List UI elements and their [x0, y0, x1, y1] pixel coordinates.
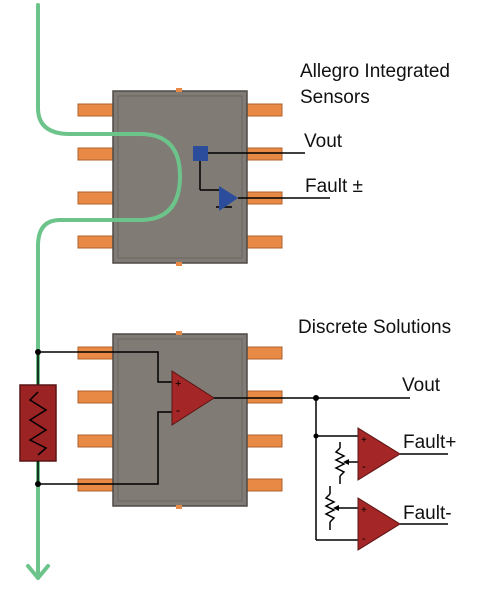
hall-sensor-icon	[193, 146, 208, 161]
discrete-title: Discrete Solutions	[298, 317, 451, 338]
chip-pins-right	[243, 346, 283, 492]
integrated-sensor-element	[193, 146, 330, 211]
chip-pins-left	[77, 346, 117, 492]
integrated-sensor-chip	[77, 88, 283, 266]
op-amp-triangle-icon	[357, 427, 401, 481]
opamp-minus-sign: -	[176, 403, 180, 417]
shunt-resistor-icon	[19, 384, 57, 462]
potentiometer-icon	[334, 442, 360, 484]
svg-text:+: +	[361, 505, 367, 516]
integrated-fault-label: Fault ±	[305, 176, 363, 197]
svg-text:-: -	[362, 533, 366, 545]
potentiometer-icon	[324, 486, 360, 530]
sense-wires	[38, 351, 172, 485]
comparator-icon	[219, 186, 238, 211]
fault-plus-label: Fault+	[403, 432, 456, 453]
arrow-down-icon	[26, 564, 50, 580]
chip-pins-left	[77, 103, 117, 249]
chip-pins-right	[243, 103, 283, 249]
op-amp-triangle-icon	[171, 370, 215, 426]
fault-minus-label: Fault-	[403, 503, 452, 524]
integrated-title-line1: Allegro Integrated	[300, 61, 450, 82]
integrated-title-line2: Sensors	[300, 87, 370, 108]
svg-text:-: -	[362, 461, 366, 473]
sense-opamp: + -	[171, 370, 410, 426]
shunt-resistor	[19, 349, 57, 487]
opamp-plus-sign: +	[175, 378, 181, 390]
svg-text:+: +	[361, 435, 367, 446]
discrete-vout-label: Vout	[402, 375, 441, 396]
integrated-vout-label: Vout	[304, 131, 343, 152]
fault-detection-circuit: + - + -	[313, 395, 448, 551]
current-path-top	[36, 3, 183, 337]
op-amp-triangle-icon	[357, 497, 401, 551]
